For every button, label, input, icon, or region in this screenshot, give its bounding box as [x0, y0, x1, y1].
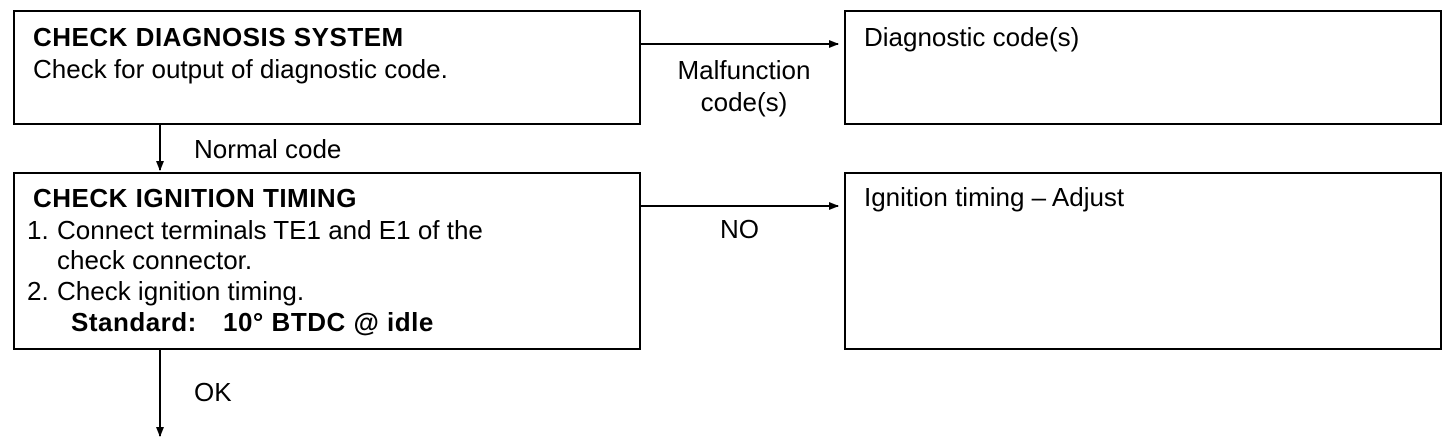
step-check-diagnosis-text: Check for output of diagnostic code.: [33, 54, 448, 84]
step-check-diagnosis-title: CHECK DIAGNOSIS SYSTEM: [33, 22, 404, 52]
step-item1-number: 1.: [27, 215, 49, 245]
label-malfunction-line2: code(s): [700, 87, 788, 117]
step-check-diagnosis-box: CHECK DIAGNOSIS SYSTEM Check for output …: [13, 10, 641, 125]
result-ignition-adjust-text: Ignition timing – Adjust: [864, 182, 1125, 212]
result-diagnostic-codes-box: Diagnostic code(s): [844, 10, 1442, 125]
step-item1-line1: Connect terminals TE1 and E1 of the: [57, 215, 483, 245]
result-ignition-adjust-box: Ignition timing – Adjust: [844, 172, 1442, 350]
label-no: NO: [720, 214, 759, 244]
step-item1-line2: check connector.: [57, 245, 253, 275]
result-diagnostic-codes-text: Diagnostic code(s): [864, 22, 1080, 52]
step-check-ignition-title: CHECK IGNITION TIMING: [33, 183, 357, 213]
step-item2-number: 2.: [27, 276, 49, 306]
label-ok: OK: [194, 377, 232, 407]
label-normal-code: Normal code: [194, 134, 342, 164]
step-check-ignition-box: CHECK IGNITION TIMING 1. Connect termina…: [13, 172, 641, 350]
step-item2-line1: Check ignition timing.: [57, 276, 305, 306]
label-malfunction-codes: Malfunction code(s): [654, 54, 834, 118]
standard-label: Standard:: [71, 307, 197, 337]
label-malfunction-line1: Malfunction: [677, 55, 811, 85]
standard-value: 10° BTDC @ idle: [223, 307, 434, 337]
